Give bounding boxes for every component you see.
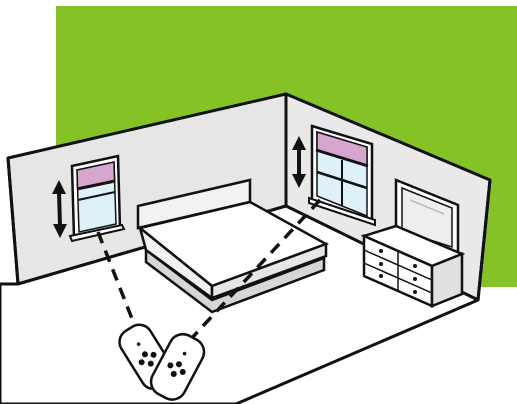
remote-control-icon bbox=[149, 332, 206, 401]
bed-base bbox=[144, 247, 326, 314]
signal-line-left bbox=[96, 231, 140, 335]
right-wall-edge bbox=[476, 179, 492, 301]
up-down-arrow-icon bbox=[292, 136, 306, 188]
left-wall-edge bbox=[6, 157, 20, 285]
signal-line-right bbox=[188, 198, 322, 342]
right-window bbox=[308, 124, 376, 227]
bed bbox=[136, 178, 329, 314]
bed-mattress-side bbox=[210, 242, 328, 300]
left-window bbox=[68, 154, 126, 243]
right-window-sill bbox=[308, 196, 376, 227]
up-down-arrow-icon bbox=[52, 180, 67, 238]
left-window-shade-bar bbox=[76, 179, 116, 191]
left-window-sash-rail bbox=[77, 191, 116, 201]
dresser bbox=[360, 224, 466, 308]
right-window-shade-bar bbox=[315, 148, 369, 168]
